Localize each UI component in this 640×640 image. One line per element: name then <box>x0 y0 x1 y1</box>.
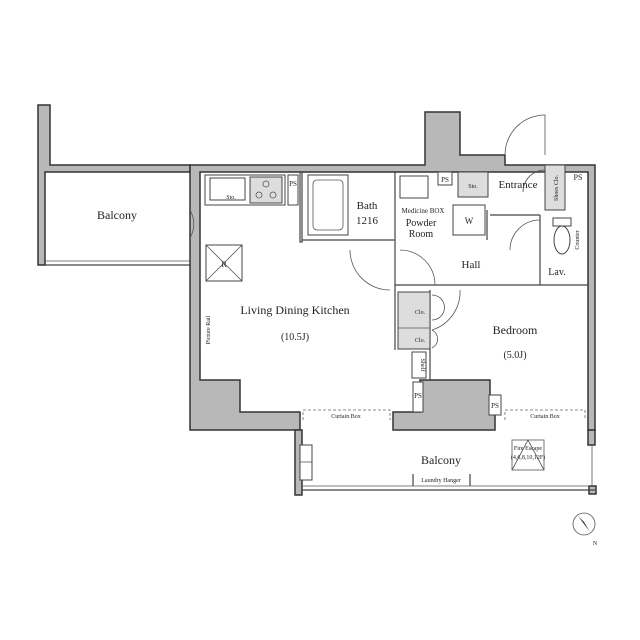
room-label-balcony-left: Balcony <box>97 208 137 222</box>
laundry-hanger-label: Laundry Hanger <box>421 478 460 484</box>
curtain-box-label-ldk: Curtain Box <box>331 414 361 420</box>
washbasin-icon <box>399 175 429 199</box>
counter-label: Counter <box>575 230 581 249</box>
sto-label: Sto. <box>468 184 478 190</box>
toilet-icon <box>553 225 571 255</box>
curtain-box-label-bedroom: Curtain Box <box>530 414 560 420</box>
room-label-hall: Hall <box>462 259 481 271</box>
kitchen-sto-label: Sto. <box>226 195 236 201</box>
room-label-bedroom: Bedroom <box>493 323 538 337</box>
ps-label-shelf: PS <box>414 392 422 400</box>
bathtub-icon <box>307 174 349 236</box>
north-compass: N <box>572 512 598 547</box>
fire-escape-floors: (4,6,8,10,12F) <box>511 454 545 461</box>
bedroom-size: (5.0J) <box>503 350 526 361</box>
ps-label-entrance: PS <box>574 173 583 182</box>
medicine-box-label: Medicine BOX <box>402 207 445 215</box>
room-label-balcony-bottom: Balcony <box>421 453 461 467</box>
north-label: N <box>593 541 598 547</box>
entrance: Sto. Entrance Shoes Clo. PS <box>457 114 583 211</box>
closets: Clo. Clo. Shelf PS PS <box>397 289 502 416</box>
living-dining-kitchen: Living Dining Kitchen (10.5J) Picture Ra… <box>206 303 361 420</box>
room-label-ldk: Living Dining Kitchen <box>240 303 349 317</box>
picture-rail-label: Picture Rail <box>206 315 212 344</box>
washer-label: W <box>465 216 474 226</box>
bath-size: 1216 <box>356 215 379 227</box>
fire-escape-label: Fire Escape <box>514 446 542 452</box>
closet-label-2: Clo. <box>415 338 426 344</box>
room-label-powder-1: Powder <box>406 218 437 229</box>
ps-label-bedroom: PS <box>491 402 499 410</box>
ps-label-powder: PS <box>441 176 449 184</box>
lavatory: Counter Lav. <box>548 217 581 278</box>
room-label-entrance: Entrance <box>498 179 537 191</box>
bedroom: Bedroom (5.0J) Curtain Box <box>493 323 560 420</box>
powder-room: Medicine BOX Powder Room W PS <box>399 171 486 240</box>
bath: Bath 1216 <box>307 174 391 291</box>
bottom-balcony: Balcony Laundry Hanger Fire Escape (4,6,… <box>299 439 545 486</box>
shelf-label: Shelf <box>419 359 426 372</box>
hall: Hall <box>399 219 541 286</box>
shoes-closet-label: Shoes Clo. <box>554 175 560 202</box>
ps-label-kitchen: PS <box>289 180 297 188</box>
north-arrow-icon <box>578 516 590 532</box>
left-balcony: Balcony <box>37 104 191 266</box>
room-label-bath: Bath <box>357 200 378 212</box>
refrigerator-label: R <box>221 260 227 269</box>
room-label-lav: Lav. <box>548 267 565 278</box>
ldk-size: (10.5J) <box>281 332 309 343</box>
closet-label-1: Clo. <box>415 310 426 316</box>
kitchen: Sto. R PS <box>189 174 299 282</box>
room-label-powder-2: Room <box>409 229 434 240</box>
sink-icon <box>209 177 246 201</box>
